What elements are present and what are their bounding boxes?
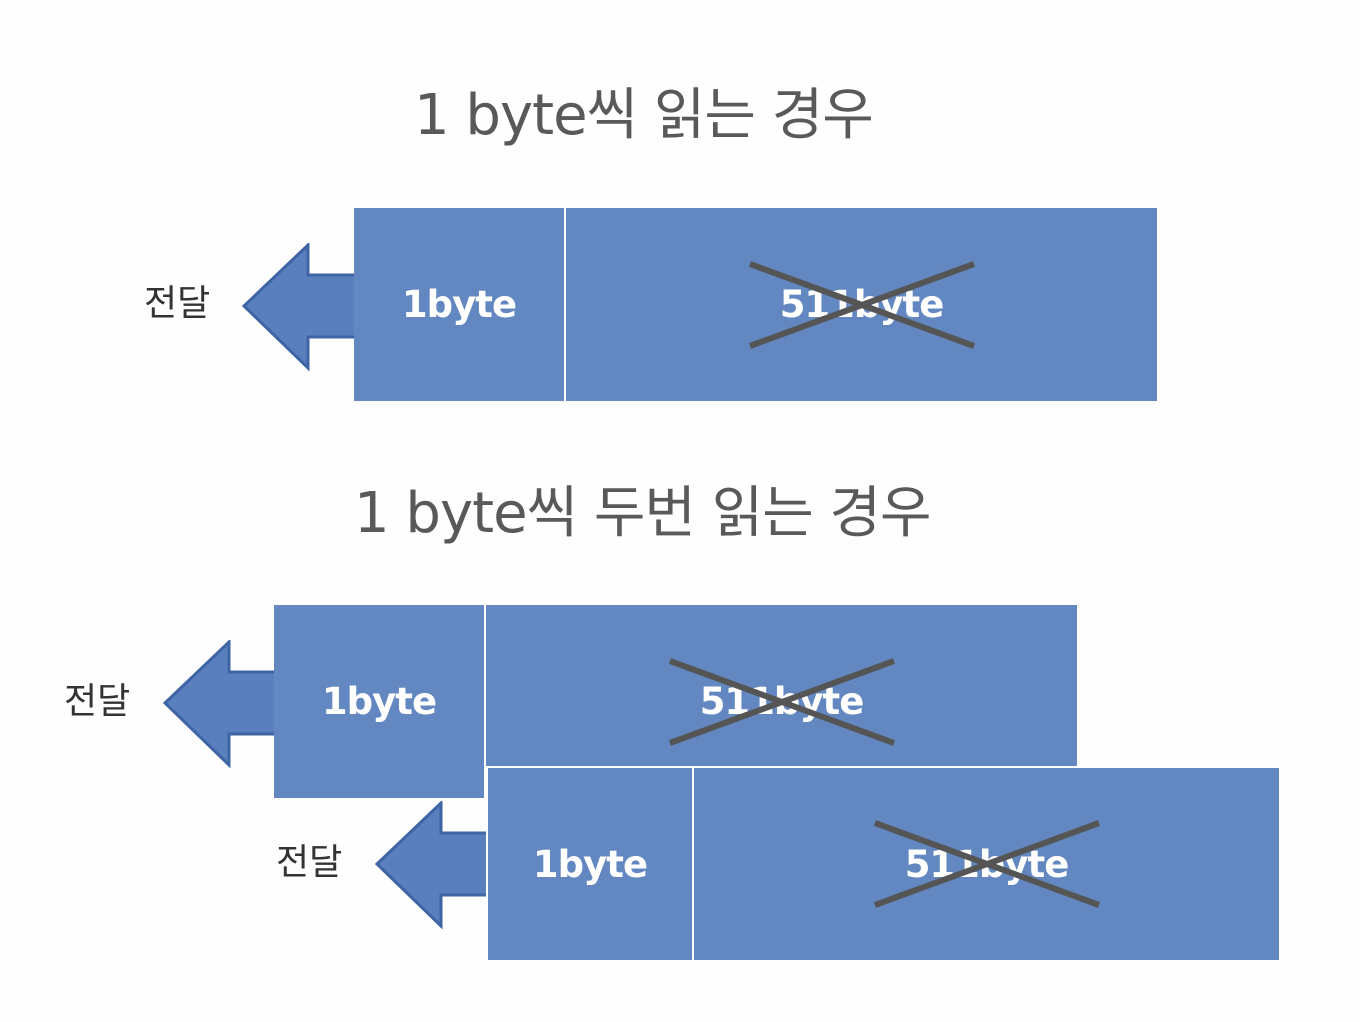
- read-byte-cell: 1byte: [274, 605, 484, 798]
- discarded-bytes-label: 511byte: [699, 680, 865, 723]
- deliver-label: 전달: [276, 842, 343, 883]
- left-arrow-icon: [242, 243, 371, 372]
- title-single-read: 1 byte씩 읽는 경우: [414, 83, 874, 148]
- discarded-bytes-label: 511byte: [904, 842, 1070, 886]
- read-byte-cell: 1byte: [354, 208, 564, 401]
- data-block: 1byte 511byte: [354, 208, 1157, 401]
- deliver-label: 전달: [64, 681, 131, 722]
- read-byte-label: 1byte: [532, 842, 648, 886]
- data-block: 1byte 511byte: [486, 766, 1279, 960]
- discarded-bytes-cell: 511byte: [564, 208, 1157, 401]
- deliver-label: 전달: [144, 283, 211, 324]
- discarded-bytes-cell: 511byte: [692, 768, 1279, 960]
- read-byte-label: 1byte: [401, 283, 517, 326]
- discarded-bytes-label: 511byte: [779, 283, 945, 326]
- title-double-read: 1 byte씩 두번 읽는 경우: [354, 481, 932, 546]
- read-byte-cell: 1byte: [488, 768, 692, 960]
- read-byte-label: 1byte: [321, 680, 437, 723]
